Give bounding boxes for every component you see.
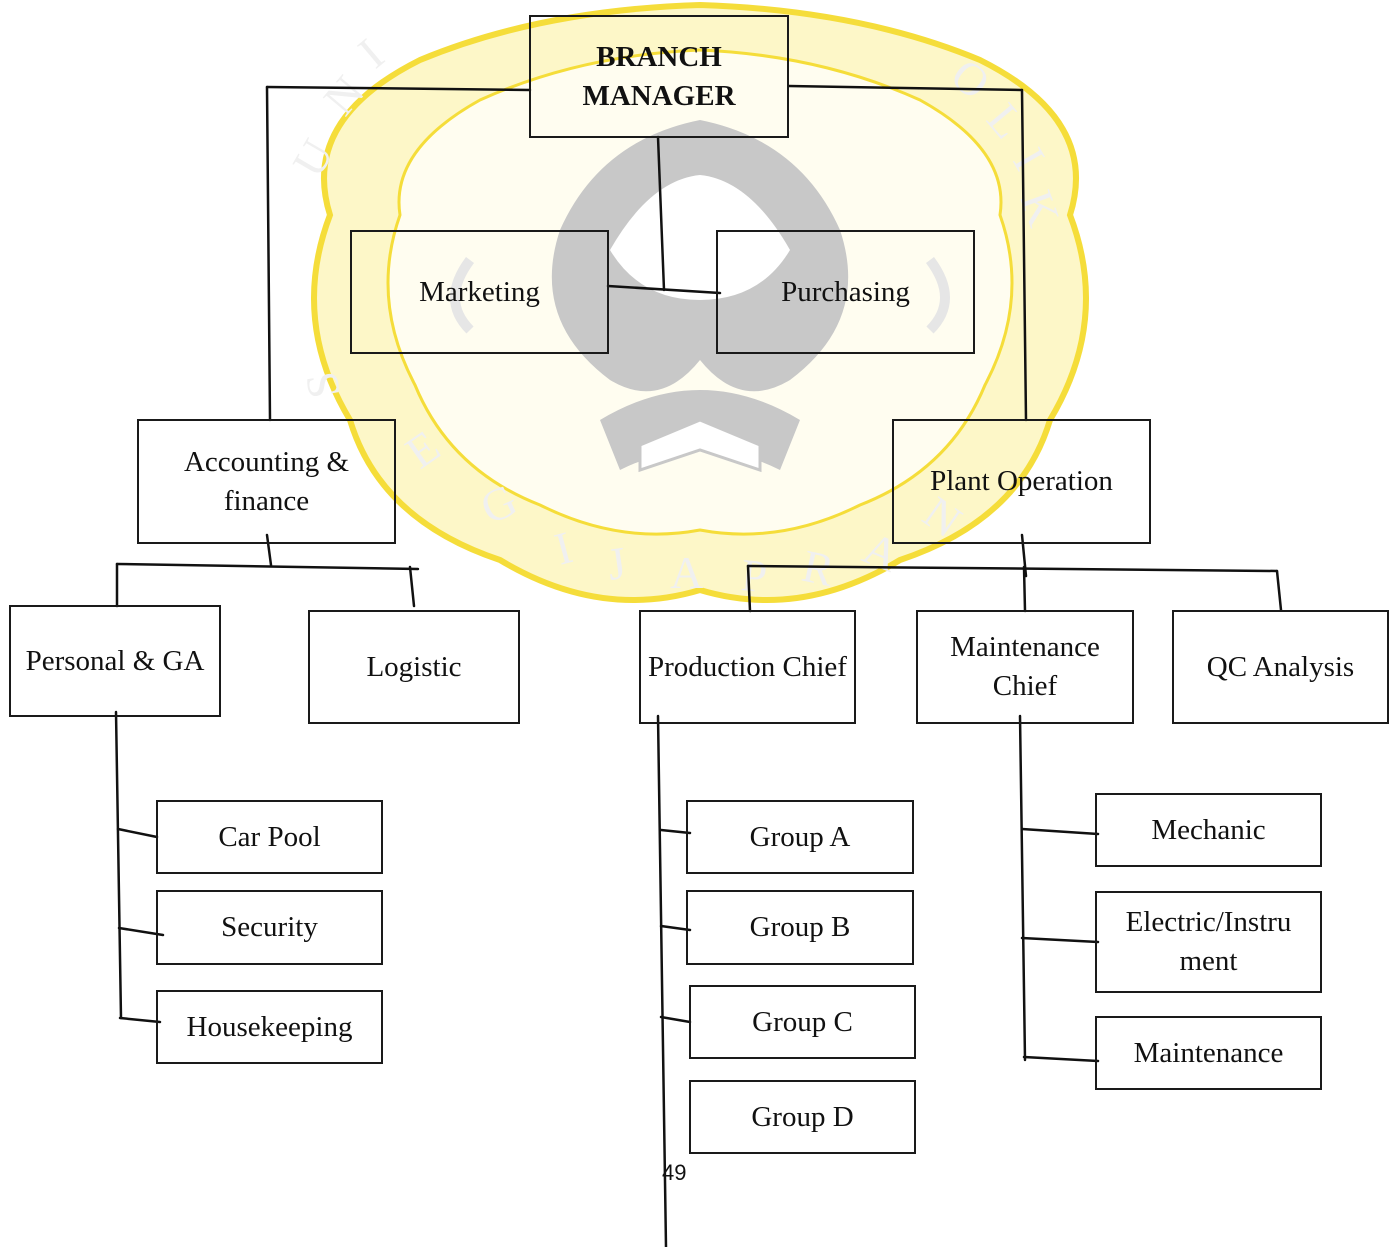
node-purchasing: Purchasing [716,230,975,354]
svg-text:P: P [739,549,769,602]
node-maintenance: Maintenance [1095,1016,1322,1090]
node-branch-manager: BRANCH MANAGER [529,15,789,138]
connector-to-group-a [659,828,692,835]
connector-marketing-purchasing [606,284,722,295]
node-plant-operation: Plant Operation [892,419,1151,544]
node-housekeeping: Housekeeping [156,990,383,1064]
connector-to-plant [1020,88,1028,422]
seal-center-emblem [450,120,950,473]
connector-maintenance-vertical [1018,714,1027,1062]
node-car-pool: Car Pool [156,800,383,874]
connector-to-maintenance [1022,1055,1100,1063]
connector-bm-down [656,135,666,292]
connector-production-vertical [656,714,668,1247]
node-group-d: Group D [689,1080,916,1154]
node-electric-instrument: Electric/Instru ment [1095,891,1322,993]
page-number: 49 [662,1160,687,1185]
node-production-chief: Production Chief [639,610,856,724]
node-group-c: Group C [689,985,916,1059]
node-security: Security [156,890,383,965]
connector-bm-right [787,84,1024,92]
connector-to-security [117,926,165,937]
node-marketing: Marketing [350,230,609,354]
connector-to-mechanic [1020,827,1100,836]
node-qc-analysis: QC Analysis [1172,610,1389,724]
node-maintenance-chief: Maintenance Chief [916,610,1134,724]
connector-to-production [746,564,752,613]
connector-to-housekeeping [118,1016,162,1024]
node-personal-ga: Personal & GA [9,605,221,717]
connector-bm-left [265,85,532,92]
connector-accounting-down [265,533,273,567]
connector-accounting-bus [115,562,420,571]
connector-to-carpool [116,827,159,839]
svg-text:A: A [670,547,703,598]
node-accounting-finance: Accounting & finance [137,419,396,544]
connector-to-logistic [408,565,416,608]
node-group-a: Group A [686,800,914,874]
connector-to-group-c [659,1015,692,1024]
connector-to-maintenance-chief [1022,565,1027,613]
connector-to-accounting [265,85,272,422]
connector-to-group-b [659,924,692,932]
connector-to-electric [1020,936,1100,944]
node-group-b: Group B [686,890,914,965]
node-logistic: Logistic [308,610,520,724]
node-mechanic: Mechanic [1095,793,1322,867]
connector-to-qc [1275,569,1283,612]
connector-personal-vertical [114,710,123,1020]
connector-plant-bus [746,564,1279,573]
